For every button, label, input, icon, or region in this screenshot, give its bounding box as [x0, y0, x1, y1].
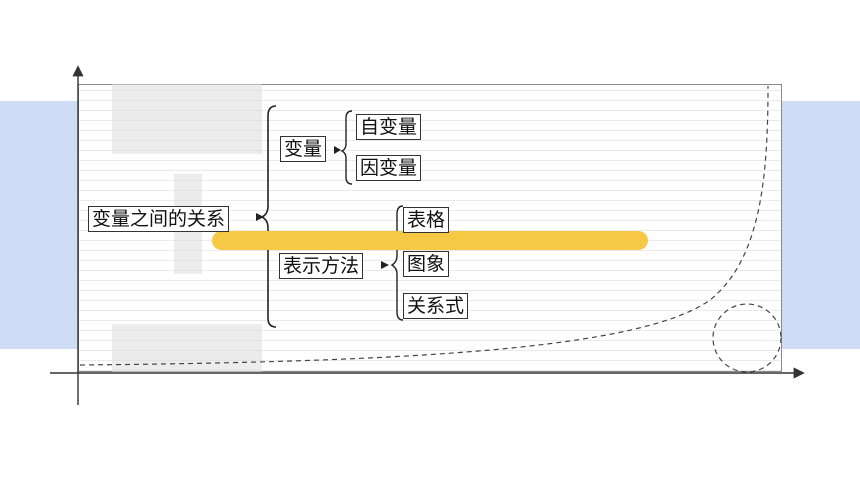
variables-node: 变量 [280, 136, 327, 162]
watermark-shape-top [112, 84, 262, 154]
variables-brace [340, 110, 353, 185]
independent-variable-node: 自变量 [356, 114, 422, 140]
variables-arrow [334, 146, 341, 154]
graph-method-node: 图象 [403, 251, 450, 277]
formula-method-node: 关系式 [403, 293, 469, 319]
root-arrow [256, 213, 264, 221]
representation-arrow [381, 261, 389, 269]
root-node: 变量之间的关系 [88, 206, 230, 232]
dependent-variable-node: 因变量 [356, 155, 422, 181]
table-method-node: 表格 [403, 207, 450, 233]
dashed-curve [79, 85, 769, 366]
main-brace [260, 105, 277, 328]
highlight-bar [212, 231, 648, 250]
representation-node: 表示方法 [279, 253, 364, 279]
representation-brace [390, 205, 404, 321]
dashed-circle [712, 303, 782, 373]
